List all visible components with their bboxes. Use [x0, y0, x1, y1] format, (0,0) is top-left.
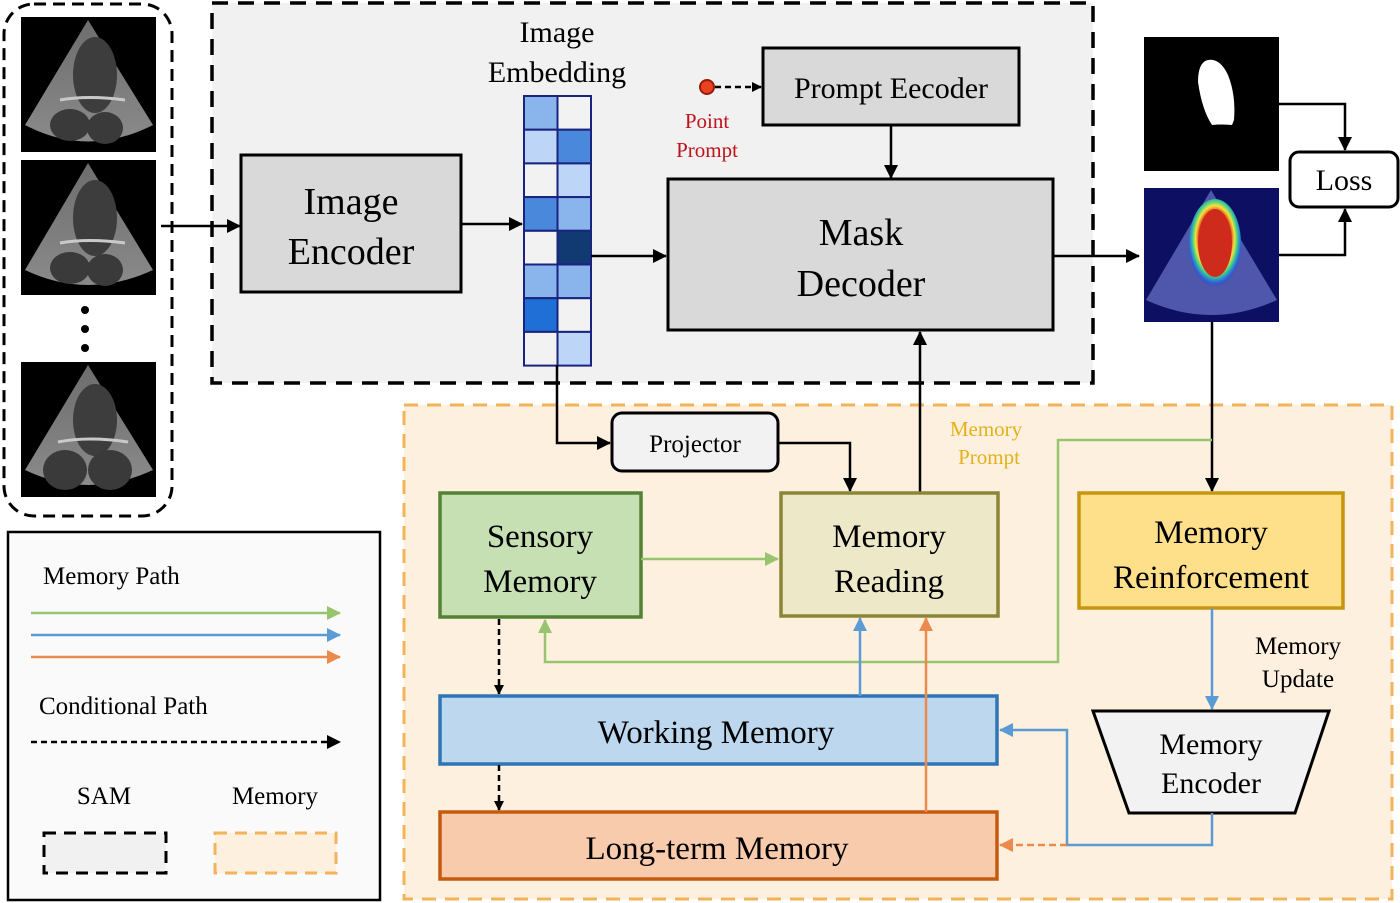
working-memory-block: Working Memory: [438, 694, 999, 766]
loss-label: Loss: [1316, 164, 1373, 197]
embedding-cell: [523, 95, 559, 131]
memory-encoder-block: Memory Encoder: [1090, 709, 1332, 815]
arrow-gt-to-loss: [1279, 102, 1352, 151]
arrow-projector-to-reading: [778, 441, 857, 492]
embedding-cell: [523, 196, 559, 232]
sensory-memory-label-1: Sensory: [487, 519, 594, 555]
embedding-cell: [556, 128, 592, 165]
longterm-memory-label: Long-term Memory: [585, 831, 849, 867]
embedding-cell: [556, 162, 592, 199]
echo-frame-n: [21, 362, 156, 497]
loss-block: Loss: [1288, 150, 1400, 209]
point-prompt-icon: [699, 79, 715, 95]
memory-reinforcement-label-1: Memory: [1154, 515, 1268, 551]
image-embedding-title-2: Embedding: [488, 56, 626, 89]
legend-sam-swatch: [42, 831, 168, 875]
mask-decoder-block: Mask Decoder: [666, 177, 1055, 332]
point-prompt-label-1: Point: [685, 109, 730, 133]
arrow-embedding-to-projector: [555, 365, 611, 450]
image-encoder-label-2: Encoder: [288, 231, 415, 273]
embedding-cell: [556, 229, 592, 266]
echo-frame-1: [21, 17, 156, 152]
echo-frame-2: [21, 160, 156, 295]
memory-encoder-label-2: Encoder: [1161, 767, 1261, 800]
embedding-cell: [523, 128, 559, 165]
memory-prompt-label-1: Memory: [950, 417, 1023, 441]
memory-reading-label-2: Reading: [834, 564, 944, 600]
legend-memory-path-label: Memory Path: [43, 563, 180, 590]
embedding-cell: [556, 196, 592, 232]
legend-conditional-path-label: Conditional Path: [39, 693, 208, 720]
image-embedding-grid: [523, 95, 592, 367]
memory-reading-block: Memory Reading: [779, 491, 1000, 618]
embedding-cell: [523, 162, 559, 199]
memory-reinforcement-block: Memory Reinforcement: [1077, 491, 1345, 610]
embedding-cell: [523, 263, 559, 300]
memory-prompt-label-2: Prompt: [958, 445, 1020, 469]
sensory-memory-label-2: Memory: [483, 564, 597, 600]
sensory-memory-block: Sensory Memory: [438, 491, 643, 619]
ground-truth-mask-image: [1144, 37, 1279, 171]
predicted-heatmap-image: [1144, 188, 1279, 322]
embedding-cell: [556, 297, 592, 333]
arrow-pred-to-loss: [1279, 208, 1352, 257]
image-embedding-title-1: Image: [520, 16, 595, 49]
point-prompt-label-2: Prompt: [676, 138, 738, 162]
embedding-cell: [556, 330, 592, 367]
embedding-cell: [523, 229, 559, 266]
legend: Memory Path Conditional Path SAM Memory: [6, 530, 382, 902]
embedding-cell: [556, 263, 592, 300]
image-encoder-label-1: Image: [304, 181, 399, 223]
image-encoder-block: Image Encoder: [239, 153, 463, 294]
memory-update-label-2: Update: [1262, 666, 1334, 693]
legend-sam-label: SAM: [77, 783, 131, 810]
frames-ellipsis: [81, 306, 89, 352]
green-path-to-sensory: [538, 438, 1212, 664]
input-frames-group: [2, 2, 174, 518]
prompt-encoder-label: Prompt Eecoder: [794, 72, 988, 105]
memory-encoder-label-1: Memory: [1159, 728, 1262, 761]
memory-update-label-1: Memory: [1255, 633, 1342, 660]
mask-decoder-label-2: Decoder: [797, 263, 926, 305]
projector-label: Projector: [649, 431, 741, 458]
longterm-memory-block: Long-term Memory: [438, 810, 999, 881]
projector-block: Projector: [610, 411, 780, 473]
mask-decoder-label-1: Mask: [819, 212, 903, 254]
legend-memory-label: Memory: [232, 783, 319, 810]
prompt-encoder-block: Prompt Eecoder: [761, 46, 1021, 127]
legend-memory-swatch: [213, 831, 338, 875]
working-memory-label: Working Memory: [598, 715, 835, 751]
embedding-cell: [523, 330, 559, 367]
memory-reading-label-1: Memory: [832, 519, 946, 555]
embedding-cell: [523, 297, 559, 333]
embedding-cell: [556, 95, 592, 131]
memory-reinforcement-label-2: Reinforcement: [1113, 560, 1309, 596]
